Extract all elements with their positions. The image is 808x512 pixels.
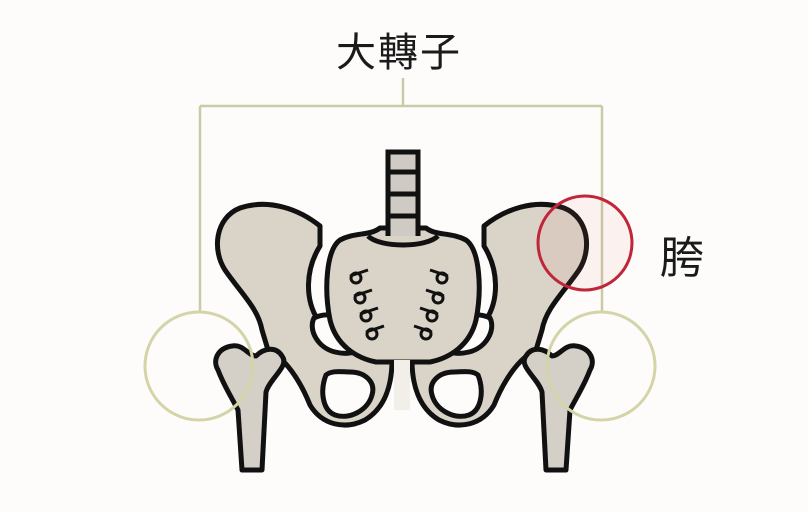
sacral-foramina-right: [413, 268, 449, 341]
pubic-symphysis: [394, 360, 410, 410]
right-obturator-foramen: [428, 369, 484, 419]
lumbar-spine: [366, 149, 440, 248]
left-obturator-foramen: [320, 369, 376, 419]
hip-label: 胯: [660, 233, 704, 284]
left-femur: [213, 343, 287, 473]
greater-trochanter-left-circle: [143, 310, 255, 422]
sacral-foramina-left: [349, 268, 385, 341]
trochanter-bracket: [198, 78, 604, 312]
right-femur: [521, 343, 595, 473]
greater-trochanter-right-circle: [545, 310, 657, 422]
sacrum: [324, 225, 482, 365]
hip-circle: [536, 194, 634, 292]
greater-trochanter-label: 大轉子: [336, 30, 462, 76]
